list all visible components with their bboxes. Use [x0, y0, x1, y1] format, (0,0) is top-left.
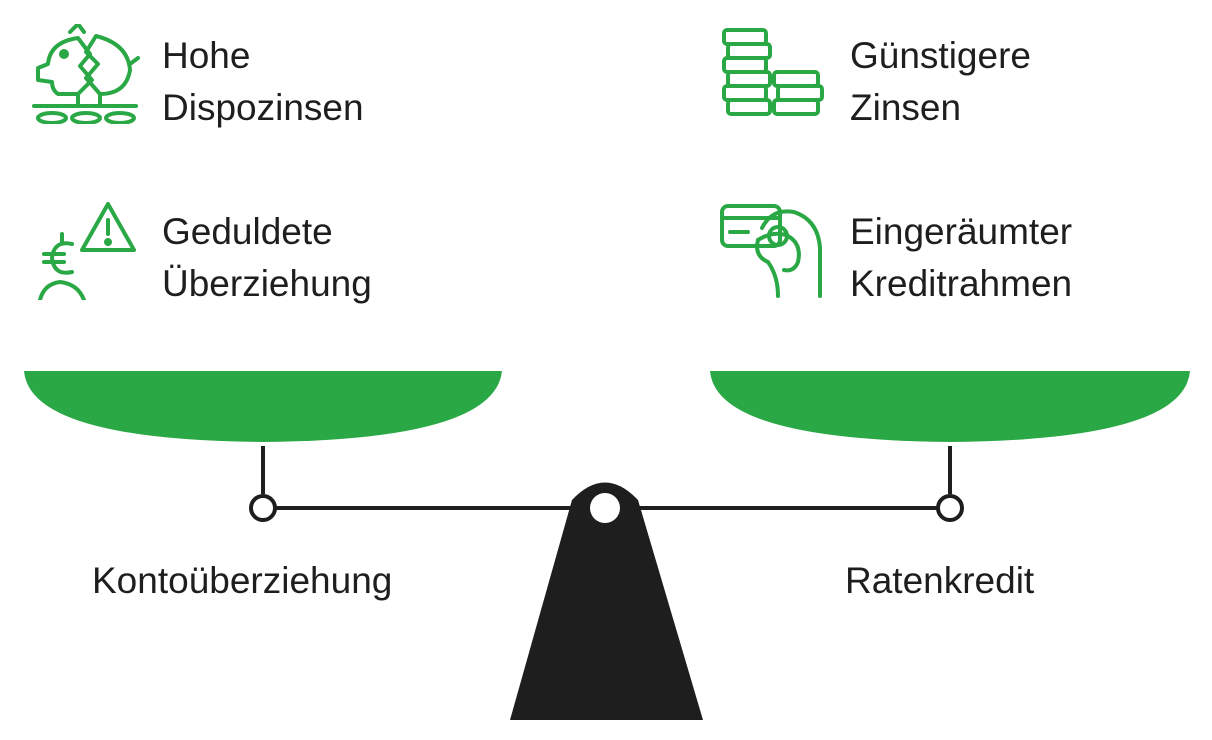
euro-warning-icon	[38, 202, 136, 300]
feature-geduldete-ueberziehung: Geduldete Überziehung	[30, 200, 372, 310]
fulcrum-stand	[510, 482, 703, 720]
fulcrum-pivot	[590, 493, 620, 523]
feature-label: Geduldete Überziehung	[162, 211, 372, 304]
right-option-label: Ratenkredit	[845, 560, 1035, 601]
feature-label: Eingeräumter Kreditrahmen	[850, 211, 1073, 304]
left-scale-pan	[24, 371, 502, 442]
right-beam-joint	[936, 494, 964, 522]
feature-hohe-dispozinsen: Hohe Dispozinsen	[30, 24, 364, 134]
coin-stacks-icon	[722, 28, 824, 116]
broken-piggy-bank-icon	[32, 24, 140, 124]
feature-guenstigere-zinsen: Günstigere Zinsen	[718, 24, 1031, 134]
feature-label: Günstigere Zinsen	[850, 35, 1031, 128]
left-beam-joint	[249, 494, 277, 522]
left-option-label: Kontoüberziehung	[92, 560, 393, 601]
hand-card-icon	[720, 204, 822, 298]
right-scale-pan	[710, 371, 1190, 442]
feature-eingeraeumter-kreditrahmen: Eingeräumter Kreditrahmen	[718, 200, 1072, 310]
feature-label: Hohe Dispozinsen	[162, 35, 364, 128]
